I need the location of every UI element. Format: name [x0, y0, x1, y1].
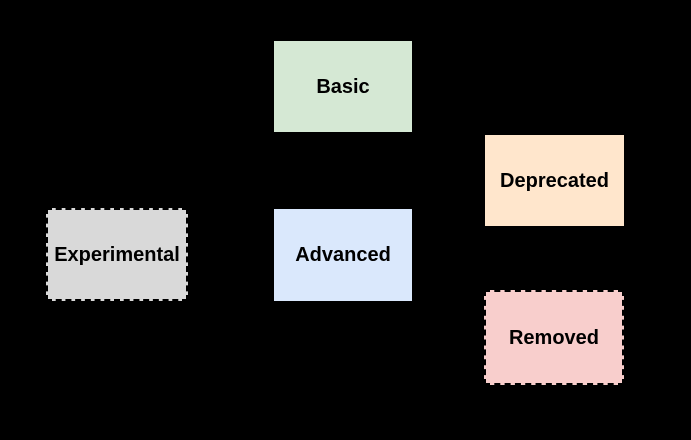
node-experimental: Experimental: [46, 208, 188, 301]
node-basic-label: Basic: [316, 75, 370, 98]
node-basic: Basic: [273, 40, 413, 133]
node-deprecated-label: Deprecated: [500, 169, 609, 192]
node-advanced: Advanced: [273, 208, 413, 302]
node-advanced-label: Advanced: [295, 244, 391, 266]
node-removed: Removed: [484, 290, 624, 385]
node-experimental-label: Experimental: [54, 243, 180, 266]
node-deprecated: Deprecated: [484, 134, 625, 227]
node-removed-label: Removed: [508, 326, 600, 349]
